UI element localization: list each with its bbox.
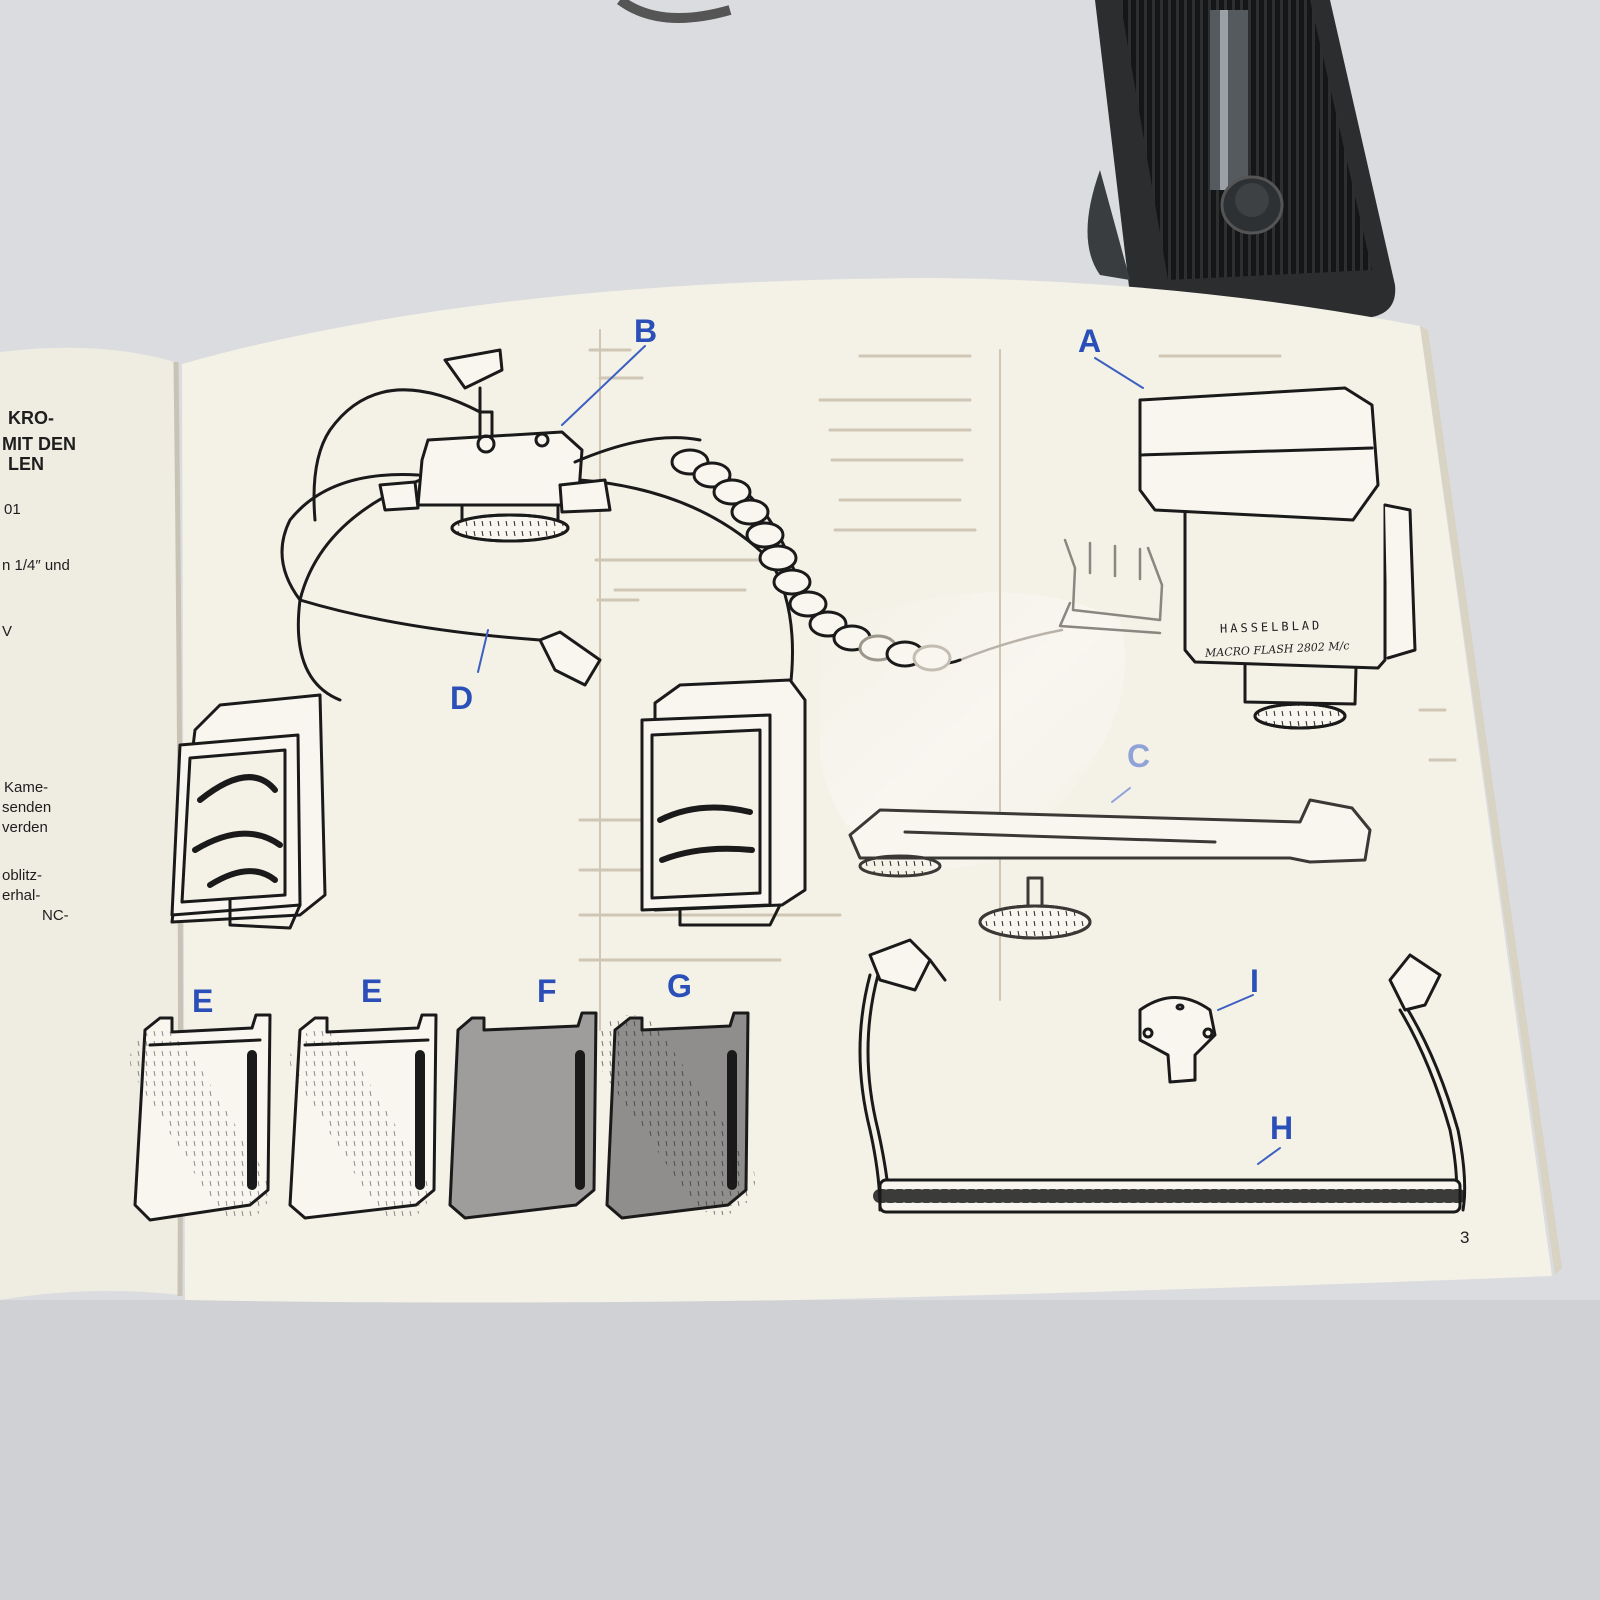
left-page-line: senden (2, 799, 52, 816)
flash-bracket-c (848, 798, 1372, 940)
coiled-cable (670, 448, 962, 672)
left-page-line: verden (2, 819, 48, 836)
label-h: H (1270, 1110, 1294, 1146)
leader-lines (477, 345, 1281, 1165)
label-f: F (537, 973, 557, 1009)
diagram (130, 345, 1467, 1222)
label-i: I (1250, 963, 1259, 999)
left-page-line: V (2, 623, 13, 640)
sync-cord-h (858, 938, 1467, 1214)
left-page-heading-3: LEN (8, 454, 44, 474)
label-g: G (667, 968, 692, 1004)
label-e-2: E (361, 973, 383, 1009)
page-number: 3 (1460, 1228, 1470, 1247)
label-c: C (1127, 738, 1151, 774)
left-page-line: Kame- (4, 779, 49, 796)
flash-unit-a (1138, 386, 1417, 730)
faint-backside-text (578, 329, 1457, 1031)
macro-flash-right (640, 678, 807, 927)
left-page-line: NC- (42, 907, 69, 924)
label-e-1: E (192, 983, 214, 1019)
left-page-line: oblitz- (2, 867, 43, 884)
adapter-i (1138, 996, 1217, 1084)
battery-pack (958, 538, 1164, 662)
label-d: D (450, 680, 474, 716)
left-page-line: n 1/4″ und (2, 557, 70, 574)
left-page-line: erhal- (2, 887, 41, 904)
filters-row (130, 1011, 755, 1222)
flash-bracket-photo (1087, 0, 1396, 320)
macro-flash-left (170, 693, 327, 930)
label-a: A (1078, 323, 1102, 359)
left-page-line: 01 (4, 501, 21, 518)
left-page-heading-1: KRO- (8, 408, 54, 428)
label-b: B (634, 313, 658, 349)
left-page-heading-2: MIT DEN (2, 434, 76, 454)
distributor-b (280, 348, 794, 702)
